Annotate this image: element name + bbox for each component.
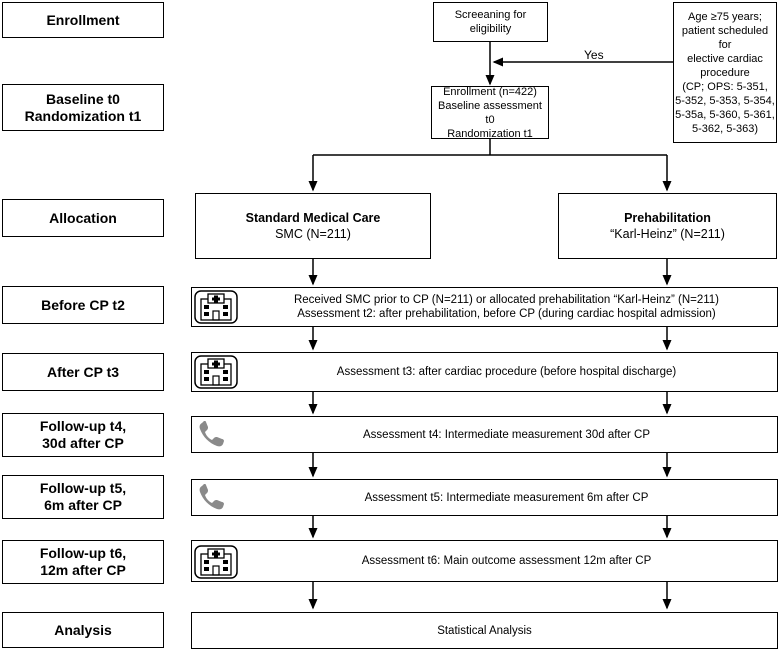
stage-followup-t4-line2: 30d after CP <box>42 435 124 451</box>
prehab-subtitle: “Karl-Heinz” (N=211) <box>610 227 725 241</box>
phone-icon <box>199 421 224 447</box>
t4-text: Assessment t4: Intermediate measurement … <box>363 428 650 441</box>
yes-label: Yes <box>584 48 604 62</box>
t2-box: Received SMC prior to CP (N=211) or allo… <box>191 287 778 327</box>
stage-followup-t4-line1: Follow-up t4, <box>39 418 127 434</box>
enrollment-line1: Enrollment (n=422) <box>443 85 537 98</box>
smc-box: Standard Medical Care SMC (N=211) <box>195 193 431 259</box>
stage-enrollment-label: Enrollment <box>46 11 120 28</box>
screening-line1: Screeaning for <box>454 9 527 21</box>
criteria-line5: (CP; OPS: 5-351, <box>682 80 768 93</box>
t5-text: Assessment t5: Intermediate measurement … <box>364 491 649 504</box>
criteria-line6: 5-352, 5-353, 5-354, <box>675 94 775 107</box>
stage-enrollment: Enrollment <box>2 2 164 38</box>
stage-analysis-label: Analysis <box>54 621 112 638</box>
analysis-box: Statistical Analysis <box>191 612 778 649</box>
stage-baseline-line2: Randomization t1 <box>24 107 142 124</box>
enrollment-line2: Baseline assessment t0 <box>438 99 542 126</box>
enrollment-box: Enrollment (n=422) Baseline assessment t… <box>431 85 549 140</box>
smc-subtitle: SMC (N=211) <box>275 227 351 241</box>
stage-followup-t5-line1: Follow-up t5, <box>39 480 127 496</box>
t5-box: Assessment t5: Intermediate measurement … <box>191 479 778 516</box>
stage-after-cp: After CP t3 <box>2 353 164 391</box>
criteria-line3: elective cardiac <box>687 52 763 65</box>
criteria-line2: patient scheduled for <box>681 24 769 51</box>
criteria-line4: procedure <box>700 66 750 79</box>
t2-line2: Assessment t2: after prehabilitation, be… <box>297 308 716 320</box>
hospital-icon <box>194 290 238 324</box>
stage-before-cp-label: Before CP t2 <box>41 296 125 313</box>
t6-box: Assessment t6: Main outcome assessment 1… <box>191 540 778 582</box>
t4-box: Assessment t4: Intermediate measurement … <box>191 416 778 453</box>
stage-before-cp: Before CP t2 <box>2 286 164 324</box>
t3-box: Assessment t3: after cardiac procedure (… <box>191 352 778 392</box>
stage-baseline: Baseline t0 Randomization t1 <box>2 84 164 131</box>
stage-after-cp-label: After CP t3 <box>46 363 120 380</box>
stage-allocation-label: Allocation <box>49 209 117 226</box>
screening-box: Screeaning for eligibility <box>433 2 548 42</box>
t6-text: Assessment t6: Main outcome assessment 1… <box>361 555 652 567</box>
prehab-box: Prehabilitation “Karl-Heinz” (N=211) <box>558 193 777 259</box>
smc-title: Standard Medical Care <box>245 211 381 225</box>
criteria-line1: Age ≥75 years; <box>688 10 762 23</box>
stage-followup-t4: Follow-up t4, 30d after CP <box>2 413 164 457</box>
criteria-line8: 5-362, 5-363) <box>691 122 759 135</box>
t2-line1: Received SMC prior to CP (N=211) or allo… <box>293 294 720 306</box>
analysis-text: Statistical Analysis <box>437 624 532 637</box>
stage-analysis: Analysis <box>2 612 164 648</box>
hospital-icon <box>194 355 238 389</box>
stage-followup-t6: Follow-up t6, 12m after CP <box>2 540 164 584</box>
criteria-line7: 5-35a, 5-360, 5-361, <box>675 108 775 121</box>
enrollment-line3: Randomization t1 <box>447 127 533 140</box>
stage-followup-t5: Follow-up t5, 6m after CP <box>2 475 164 519</box>
stage-followup-t6-line2: 12m after CP <box>40 562 126 578</box>
t3-text: Assessment t3: after cardiac procedure (… <box>336 366 677 378</box>
screening-line2: eligibility <box>469 23 512 35</box>
phone-icon <box>199 484 224 510</box>
stage-followup-t6-line1: Follow-up t6, <box>39 545 127 561</box>
stage-followup-t5-line2: 6m after CP <box>44 497 122 513</box>
stage-baseline-line1: Baseline t0 <box>46 90 120 107</box>
criteria-box: Age ≥75 years; patient scheduled for ele… <box>673 2 777 143</box>
hospital-icon <box>194 545 238 579</box>
prehab-title: Prehabilitation <box>624 211 711 225</box>
stage-allocation: Allocation <box>2 199 164 237</box>
